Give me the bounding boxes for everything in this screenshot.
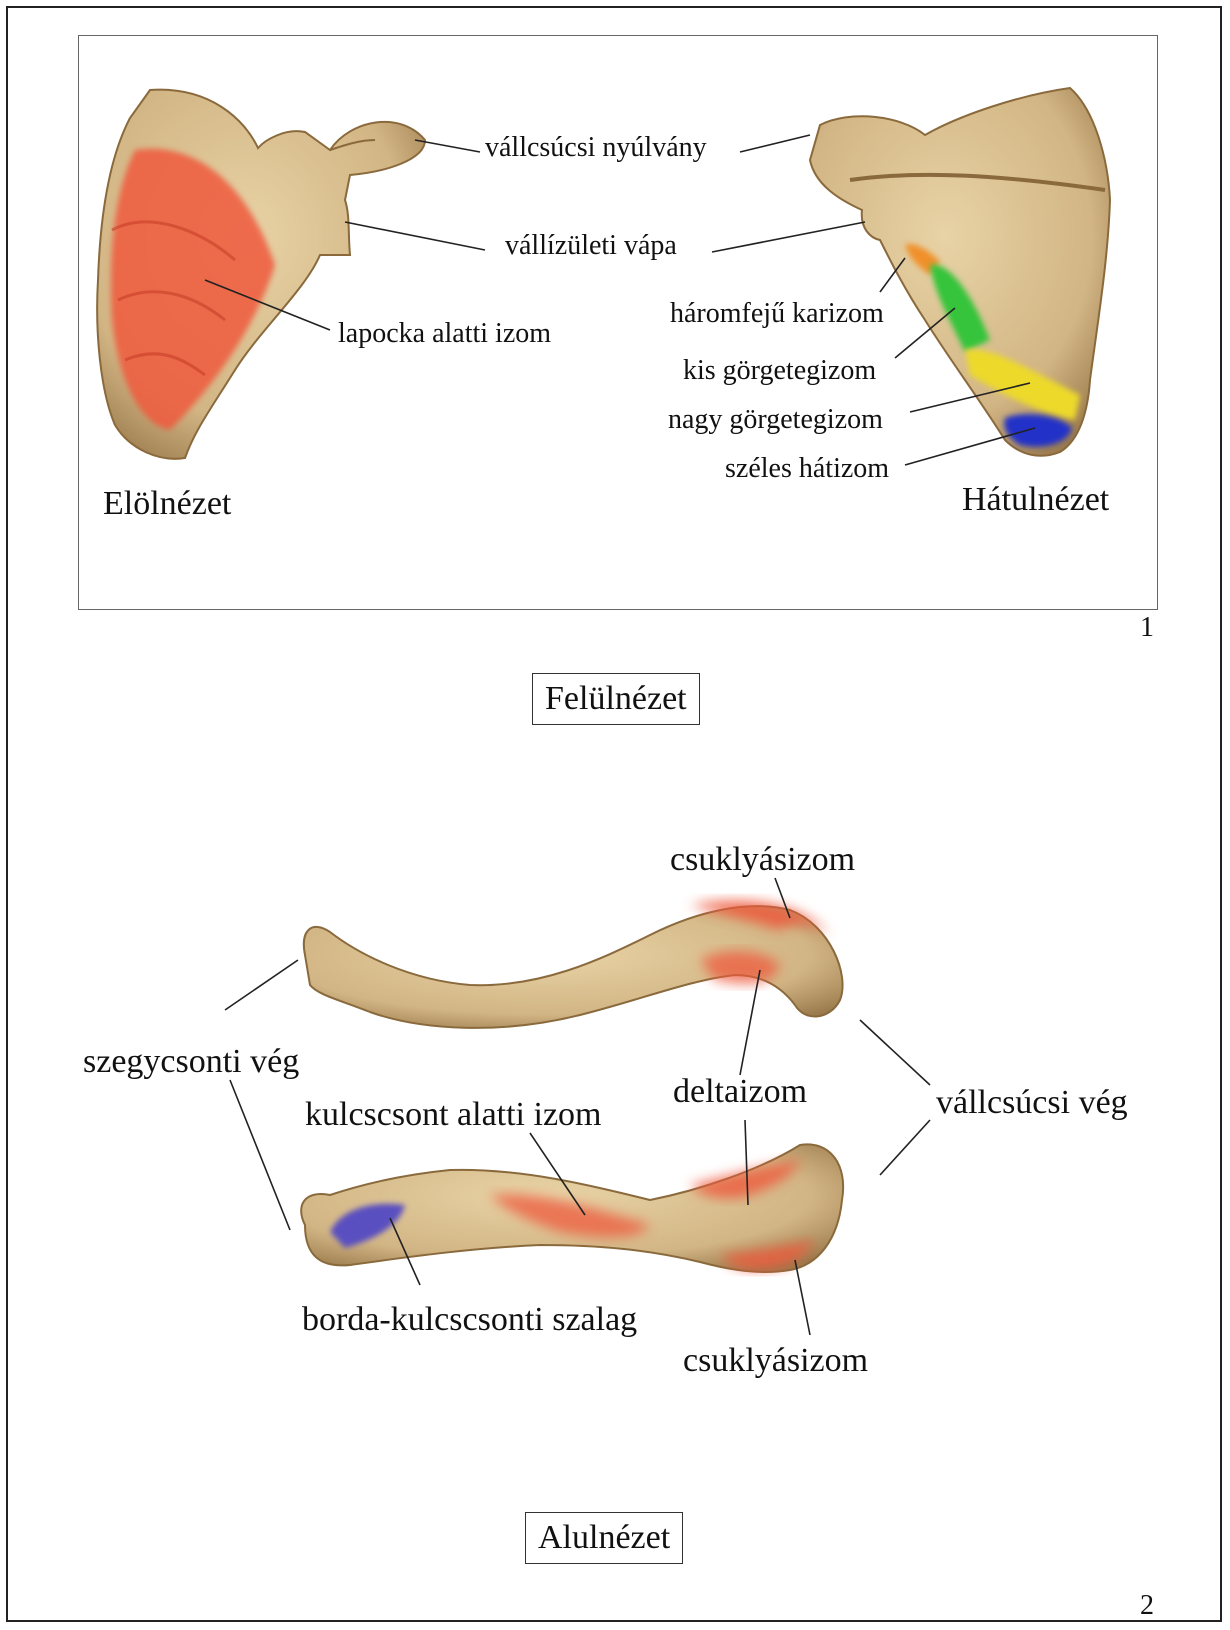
label-glenoid: vállízületi vápa	[505, 232, 677, 260]
clavicle-bottom	[301, 1144, 843, 1272]
label-acromial-end: vállcsúcsi vég	[936, 1086, 1128, 1120]
label-trapezius-top: csuklyásizom	[670, 843, 855, 877]
view-bottom-label: Alulnézet	[525, 1512, 683, 1564]
label-acromion: vállcsúcsi nyúlvány	[485, 134, 707, 162]
view-back-label: Hátulnézet	[962, 483, 1109, 517]
page-number-2: 2	[1140, 1590, 1154, 1622]
scapula-front	[97, 90, 425, 459]
label-latissimus: széles hátizom	[725, 455, 889, 483]
label-triceps: háromfejű karizom	[670, 300, 884, 328]
view-front-label: Elölnézet	[103, 487, 231, 521]
label-trapezius-bottom: csuklyásizom	[683, 1344, 868, 1378]
label-teres-minor: kis görgetegizom	[683, 357, 876, 385]
label-subscapularis: lapocka alatti izom	[338, 320, 551, 348]
clavicle-top	[304, 900, 843, 1027]
view-top-label: Felülnézet	[532, 673, 700, 725]
label-subclavius: kulcscsont alatti izom	[305, 1098, 602, 1132]
label-teres-major: nagy görgetegizom	[668, 406, 883, 434]
label-deltoid: deltaizom	[673, 1075, 807, 1109]
label-sternal-end: szegycsonti vég	[83, 1045, 299, 1079]
label-costoclavicular: borda-kulcscsonti szalag	[302, 1303, 637, 1337]
